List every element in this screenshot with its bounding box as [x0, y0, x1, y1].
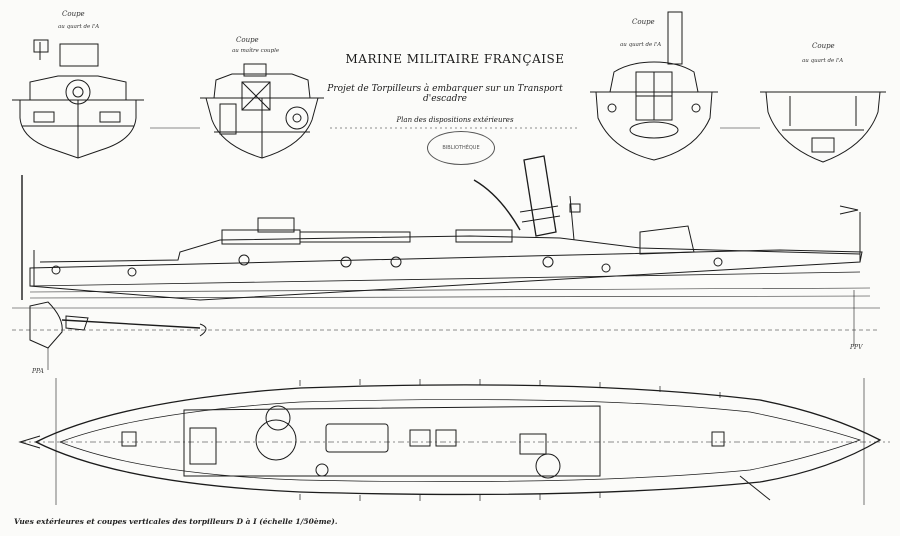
section-2-sub: au maître couple [232, 48, 280, 54]
section-view-1 [12, 39, 144, 159]
drawing-caption: Vues extérieures et coupes verticales de… [14, 517, 338, 526]
section-view-4 [760, 91, 886, 163]
section-1-heading: Coupe [62, 10, 85, 18]
frame-label-aft: PPA [32, 368, 44, 375]
drawing-plan-label: Plan des dispositions extérieures [396, 116, 514, 124]
stamp-text: BIBLIOTHÈQUE [442, 145, 480, 151]
section-view-2 [200, 63, 324, 159]
drawing-title: MARINE MILITAIRE FRANÇAISE [345, 52, 565, 66]
library-stamp: BIBLIOTHÈQUE [427, 131, 495, 165]
profile-view [12, 155, 880, 370]
drawing-subtitle: Projet de Torpilleurs à embarquer sur un… [327, 84, 563, 104]
section-3-sub: au quart de l'A [620, 42, 662, 48]
section-2-heading: Coupe [236, 36, 259, 44]
section-view-3 [590, 11, 718, 161]
section-4-sub: au quart de l'A [802, 58, 844, 64]
section-3-heading: Coupe [632, 18, 655, 26]
deck-plan-view [18, 378, 890, 505]
frame-ticks [299, 379, 721, 501]
section-1-sub: au quart de l'A [58, 24, 100, 30]
frame-label-fwd: PPV [850, 344, 863, 351]
title-block: MARINE MILITAIRE FRANÇAISE Projet de Tor… [327, 42, 580, 124]
section-4-heading: Coupe [812, 42, 835, 50]
